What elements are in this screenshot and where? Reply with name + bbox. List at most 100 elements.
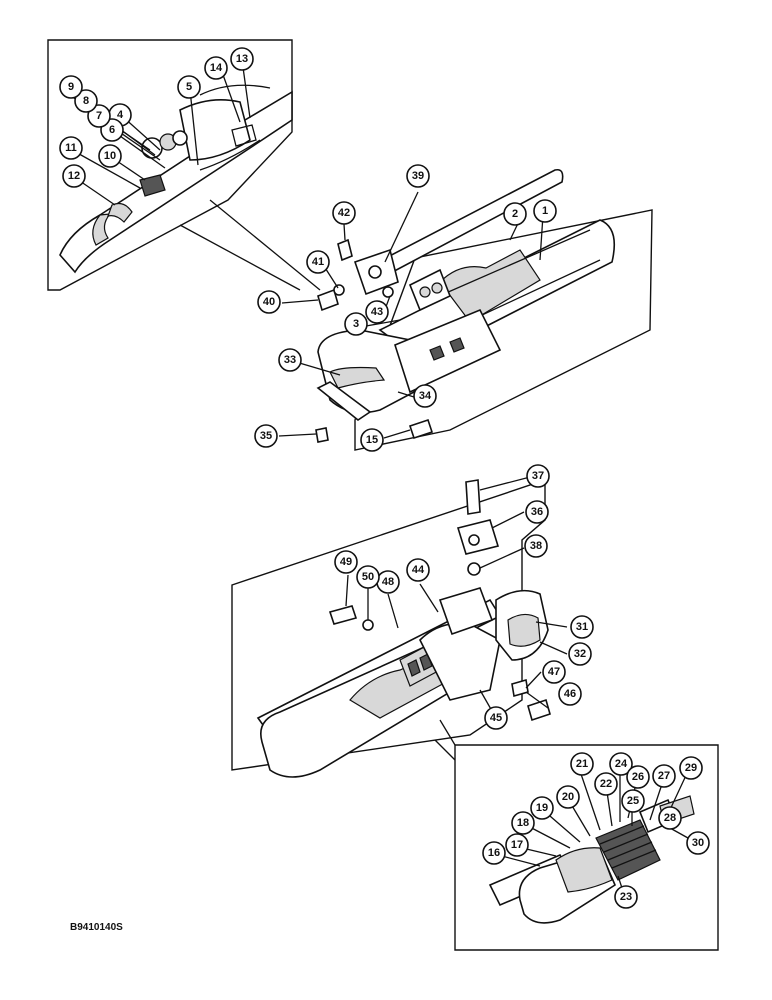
callout-circle	[356, 565, 380, 589]
callout-28: 28	[658, 806, 682, 830]
callout-circle	[406, 558, 430, 582]
callout-circle	[594, 772, 618, 796]
callout-circle	[686, 831, 710, 855]
callout-number: 6	[109, 124, 115, 136]
callout-circle	[62, 164, 86, 188]
upper-left-inset	[47, 39, 293, 291]
callout-38: 38	[524, 534, 548, 558]
callout-number: 25	[627, 795, 639, 807]
callout-number: 8	[83, 95, 89, 107]
callout-26: 26	[626, 765, 650, 789]
callout-circle	[334, 550, 358, 574]
callout-number: 19	[536, 802, 548, 814]
callout-33: 33	[278, 348, 302, 372]
callout-15: 15	[360, 428, 384, 452]
callout-50: 50	[356, 565, 380, 589]
callout-number: 44	[412, 564, 425, 576]
callout-number: 27	[658, 770, 670, 782]
callout-30: 30	[686, 831, 710, 855]
callout-circle	[204, 56, 228, 80]
callout-number: 32	[574, 648, 586, 660]
callout-number: 48	[382, 576, 394, 588]
callout-circle	[525, 500, 549, 524]
callout-number: 46	[564, 688, 576, 700]
callout-number: 42	[338, 207, 350, 219]
callout-number: 22	[600, 778, 612, 790]
callout-circle	[332, 201, 356, 225]
callout-22: 22	[594, 772, 618, 796]
callout-circle	[98, 144, 122, 168]
callout-circle	[482, 841, 506, 865]
callout-number: 21	[576, 758, 588, 770]
callout-number: 40	[263, 296, 275, 308]
callout-49: 49	[334, 550, 358, 574]
callout-36: 36	[525, 500, 549, 524]
callout-circle	[230, 47, 254, 71]
callout-number: 36	[531, 506, 543, 518]
callout-number: 12	[68, 170, 80, 182]
callout-number: 29	[685, 762, 697, 774]
callout-number: 28	[664, 812, 676, 824]
callout-8: 8	[74, 89, 98, 113]
callout-circle	[524, 534, 548, 558]
callout-7: 7	[87, 104, 111, 128]
callout-number: 4	[117, 109, 124, 121]
callout-14: 14	[204, 56, 228, 80]
callout-circle	[614, 885, 638, 909]
lower-right-inset	[434, 719, 719, 951]
callout-circle	[570, 615, 594, 639]
callout-number: 1	[542, 205, 548, 217]
drawing-reference-code: B9410140S	[70, 922, 123, 933]
callout-number: 20	[562, 791, 574, 803]
callout-circle	[533, 199, 557, 223]
callout-number: 5	[186, 81, 192, 93]
callout-47: 47	[542, 660, 566, 684]
callout-25: 25	[621, 789, 645, 813]
callout-number: 11	[65, 142, 77, 154]
callout-circle	[568, 642, 592, 666]
callout-number: 35	[260, 430, 272, 442]
callout-circle	[306, 250, 330, 274]
callout-circle	[87, 104, 111, 128]
callout-circle	[59, 75, 83, 99]
callout-5: 5	[177, 75, 201, 99]
callout-number: 50	[362, 571, 374, 583]
lower-assembly	[231, 475, 568, 778]
callout-circle	[257, 290, 281, 314]
callout-21: 21	[570, 752, 594, 776]
callout-19: 19	[530, 796, 554, 820]
callout-number: 2	[512, 208, 518, 220]
callout-31: 31	[570, 615, 594, 639]
callout-number: 34	[419, 390, 432, 402]
callout-circle	[609, 752, 633, 776]
callout-number: 49	[340, 556, 352, 568]
callout-circle	[344, 312, 368, 336]
callout-34: 34	[413, 384, 437, 408]
callout-circle	[59, 136, 83, 160]
callout-27: 27	[652, 764, 676, 788]
callout-circle	[254, 424, 278, 448]
callout-13: 13	[230, 47, 254, 71]
callout-number: 15	[366, 434, 378, 446]
callout-number: 23	[620, 891, 632, 903]
callout-circle	[679, 756, 703, 780]
callout-circle	[556, 785, 580, 809]
inset-leader-line	[179, 224, 301, 291]
callout-number: 31	[576, 621, 588, 633]
callout-circle	[526, 464, 550, 488]
callout-29: 29	[679, 756, 703, 780]
callout-37: 37	[526, 464, 550, 488]
callout-17: 17	[505, 833, 529, 857]
callout-2: 2	[503, 202, 527, 226]
callout-circle	[278, 348, 302, 372]
callout-11: 11	[59, 136, 83, 160]
callout-9: 9	[59, 75, 83, 99]
callout-44: 44	[406, 558, 430, 582]
callout-circle	[558, 682, 582, 706]
callout-43: 43	[365, 300, 389, 324]
callout-number: 33	[284, 354, 296, 366]
callout-20: 20	[556, 785, 580, 809]
callout-12: 12	[62, 164, 86, 188]
callout-number: 38	[530, 540, 542, 552]
callout-circle	[626, 765, 650, 789]
